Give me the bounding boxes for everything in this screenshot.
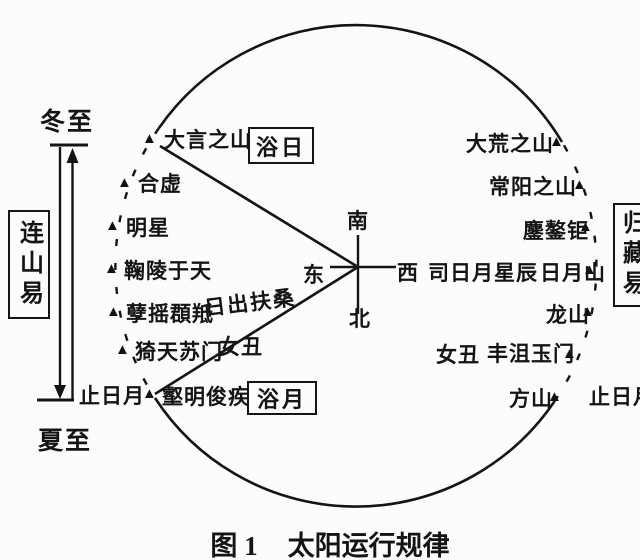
box-guicang-yi: 归藏易: [613, 203, 640, 307]
compass-west: 西: [397, 261, 418, 285]
label-nvchou-right: 女丑: [436, 343, 480, 367]
mountain-marker-icon: ▲: [115, 342, 130, 358]
mountain-marker-icon: ▲: [142, 386, 157, 402]
mountain-label-fengju: 丰沮玉门: [487, 342, 575, 366]
mountain-marker-icon: ▲: [106, 304, 121, 320]
mountain-marker-icon: ▲: [580, 304, 595, 320]
mountain-marker-icon: ▲: [547, 389, 562, 405]
label-winter-solstice: 冬至: [40, 109, 95, 136]
mountain-label-nieyao: 孽摇頵羝: [126, 302, 214, 326]
mountain-label-heming: 壑明俊疾: [162, 385, 250, 409]
label-stop-sun-moon-left: 止日月: [79, 384, 145, 408]
mountain-label-fangshan: 方山: [509, 387, 553, 411]
figure-caption-title: 太阳运行规律: [287, 531, 450, 560]
label-stop-sun-moon-right: 止日月: [589, 385, 640, 409]
mountain-label-dayan: 大言之山: [164, 128, 252, 152]
mountain-label-juling: 鞠陵于天: [124, 259, 212, 283]
mountain-marker-icon: ▲: [142, 131, 157, 147]
mountain-label-yitian: 猗天苏门: [135, 340, 223, 364]
mountain-label-changyang: 常阳之山: [489, 175, 577, 199]
compass-north: 北: [349, 307, 370, 331]
label-summer-solstice: 夏至: [38, 428, 93, 455]
arrow-down-head-icon: [54, 385, 66, 399]
label-nvchou-left: 女丑: [219, 335, 263, 359]
mountain-marker-icon: ▲: [578, 219, 593, 235]
mountain-label-mingxing: 明星: [126, 216, 170, 240]
circle-arc-top: [157, 23, 564, 143]
ray-winter-sunrise: [159, 144, 359, 269]
mountain-marker-icon: ▲: [117, 175, 132, 191]
mountain-marker-icon: ▲: [582, 262, 597, 278]
label-si-riyue-xingchen: 司日月星辰: [428, 261, 538, 285]
mountain-label-aoaoju: 鏖鏊钜: [523, 219, 589, 243]
mountain-label-hexu: 合虚: [138, 172, 182, 196]
mountain-label-dahuang: 大荒之山: [466, 132, 554, 156]
box-lianshan-yi: 连山易: [8, 210, 50, 319]
compass-south: 南: [347, 209, 368, 233]
mountain-marker-icon: ▲: [104, 261, 119, 277]
arrow-up-head-icon: [66, 148, 79, 163]
mountain-marker-icon: ▲: [549, 134, 564, 150]
mountain-marker-icon: ▲: [105, 218, 120, 234]
box-bathe-moon: 浴月: [247, 381, 317, 415]
ray-summer-sunrise: [154, 265, 359, 396]
mountain-marker-icon: ▲: [572, 177, 587, 193]
figure-caption: 图 1 太阳运行规律: [180, 524, 480, 560]
circle-arc-bottom: [153, 397, 556, 508]
mountain-marker-icon: ▲: [562, 346, 577, 362]
figure-caption-label: 图 1: [210, 531, 258, 560]
mountain-label-longshan: 龙山: [546, 303, 590, 327]
box-bathe-sun: 浴日: [248, 127, 314, 164]
mountain-label-riyueshan: 日月山: [540, 261, 606, 285]
compass-east: 东: [303, 263, 324, 287]
